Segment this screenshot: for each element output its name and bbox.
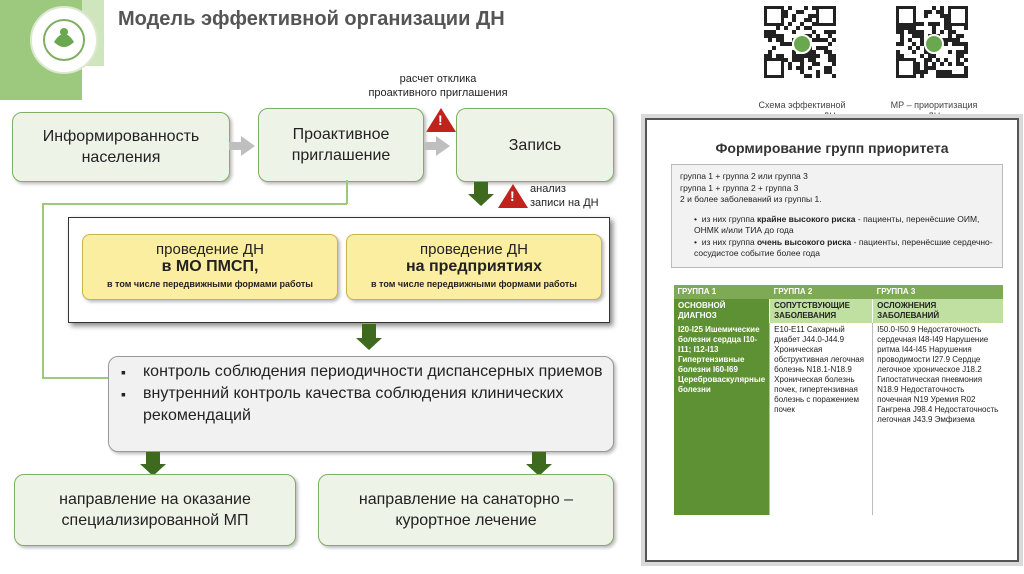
table-cell: I20-I25 Ишемические болезни сердца I10-I… [672, 323, 770, 515]
qr-code-scheme[interactable] [764, 6, 836, 78]
arrow-down-icon [140, 452, 166, 478]
table-subheader: ОСЛОЖНЕНИЯ ЗАБОЛЕВАНИЙ [872, 299, 1003, 323]
sanatorium-box: направление на санаторно –курортное лече… [318, 474, 614, 546]
dn-at-enterprises-box: проведение ДН на предприятиях в том числ… [346, 234, 602, 300]
record-box: Запись [456, 108, 614, 182]
arrow-right-icon [436, 136, 450, 156]
feedback-line [42, 203, 44, 378]
quality-control-box: контроль соблюдения периодичности диспан… [108, 356, 614, 452]
table-header: ГРУППА 2 [769, 285, 873, 299]
table-cell: E10-E11 Сахарный диабет J44.0-J44.9 Хрон… [769, 323, 873, 515]
arrow-right-icon [424, 142, 436, 150]
control-item: внутренний контроль качества соблюдения … [121, 383, 613, 427]
panel-title: Формирование групп приоритета [715, 140, 949, 156]
table-subheader: СОПУТСТВУЮЩИЕ ЗАБОЛЕВАНИЯ [769, 299, 873, 323]
table-header: ГРУППА 3 [872, 285, 1003, 299]
arrow-right-icon [229, 142, 241, 150]
arrow-down-icon [356, 324, 382, 350]
arrow-down-icon [526, 452, 552, 478]
warning-icon: ! [426, 108, 456, 132]
feedback-line [346, 180, 348, 204]
arrow-right-icon [241, 136, 255, 156]
arrow-down-icon [468, 182, 494, 206]
dn-in-primary-care-box: проведение ДН в МО ПМСП, в том числе пер… [82, 234, 338, 300]
table-header: ГРУППА 1 [673, 285, 770, 299]
table-cell: I50.0-I50.9 Недостаточность сердечная I4… [872, 323, 1003, 515]
control-item: контроль соблюдения периодичности диспан… [121, 361, 613, 383]
organization-logo [30, 6, 98, 74]
priority-groups-table: ГРУППА 1 ГРУППА 2 ГРУППА 3 ОСНОВНОЙ ДИАГ… [672, 285, 1003, 515]
priority-groups-panel: Формирование групп приоритета группа 1 +… [645, 118, 1019, 562]
page-title: Модель эффективной организации ДН [118, 8, 505, 30]
qr-code-prioritization[interactable] [896, 6, 968, 78]
priority-rules-box: группа 1 + группа 2 или группа 3 группа … [671, 164, 1003, 268]
warning-icon: ! [498, 184, 528, 208]
feedback-line [42, 377, 108, 379]
feedback-line [42, 203, 347, 205]
table-subheader: ОСНОВНОЙ ДИАГНОЗ [672, 299, 770, 323]
